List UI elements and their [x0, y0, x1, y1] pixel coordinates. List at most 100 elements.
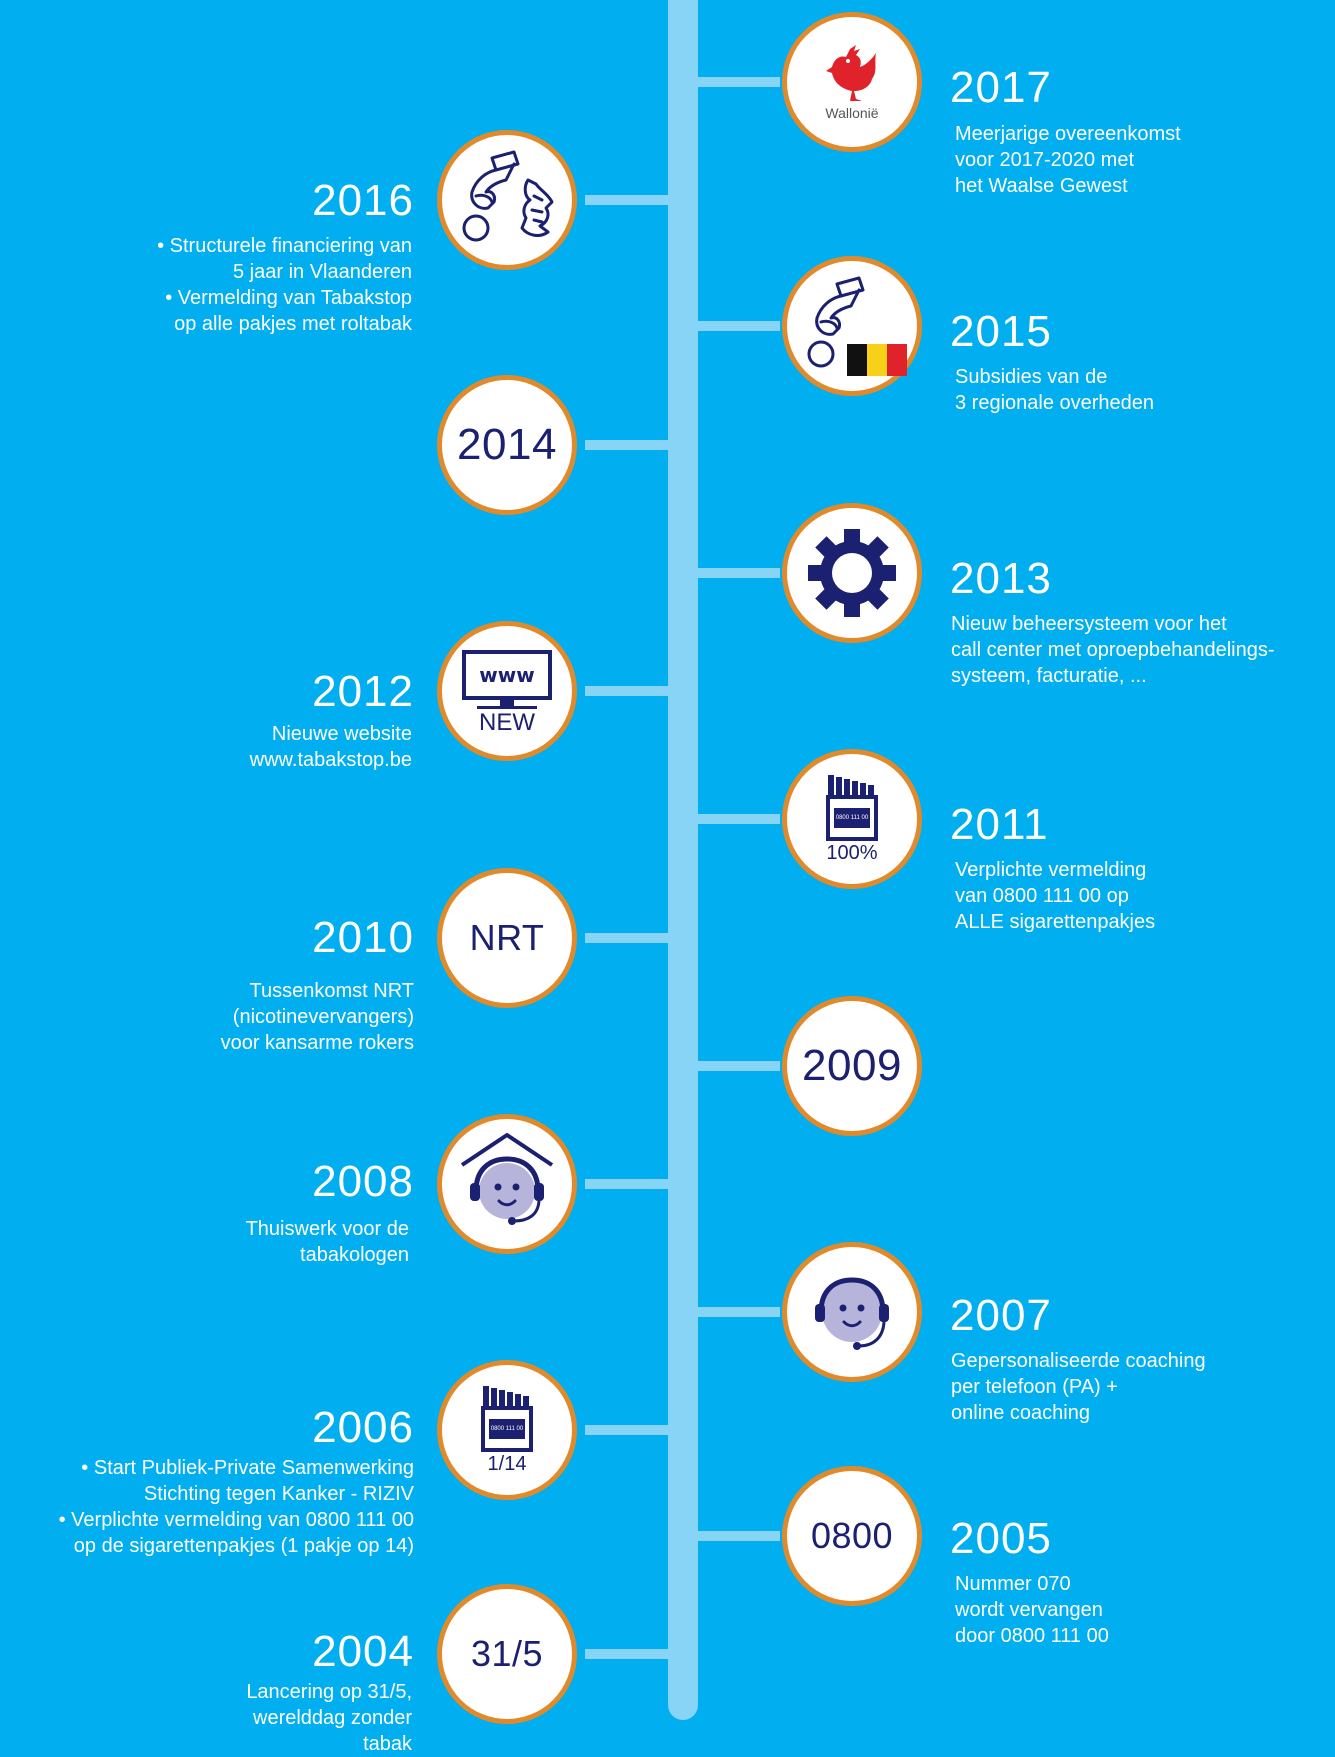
year-2017: 2017 [950, 63, 1052, 112]
monitor-stand [500, 699, 514, 706]
desc-line: voor kansarme rokers [220, 1032, 414, 1054]
desc-2006: • Start Publiek-Private Samenwerking Sti… [59, 1455, 414, 1559]
desc-line: het Waalse Gewest [955, 175, 1128, 197]
headset-house-icon [460, 1133, 554, 1225]
desc-line: per telefoon (PA) + [951, 1376, 1118, 1398]
circle-label: 31/5 [470, 1633, 544, 1674]
circle-2008 [437, 1114, 577, 1254]
circle-label: 2009 [802, 1041, 902, 1090]
new-badge: NEW [479, 708, 535, 736]
hand-coin-flanders-lion-icon [462, 150, 554, 242]
desc-2004: Lancering op 31/5, werelddag zonder taba… [246, 1679, 412, 1757]
desc-line: Nieuwe website [271, 723, 412, 745]
pack-number: 0800 111 00 [490, 1426, 524, 1432]
desc-line: (nicotinevervangers) [232, 1006, 414, 1028]
connector-2004 [585, 1649, 675, 1659]
desc-line: • Structurele financiering van [157, 235, 412, 257]
connector-2008 [585, 1179, 675, 1189]
desc-line: op de sigarettenpakjes (1 pakje op 14) [73, 1535, 414, 1557]
year-2006: 2006 [312, 1403, 414, 1452]
cigarette-pack-icon: 0800 111 00 100% [826, 773, 878, 865]
year-2015: 2015 [950, 307, 1052, 356]
cigarettes-top [828, 775, 874, 795]
headset-agent-icon [815, 1277, 889, 1350]
rooster-icon [826, 45, 876, 101]
pack-body: 0800 111 00 [826, 795, 878, 841]
connector-2011 [690, 814, 780, 824]
year-2016: 2016 [312, 176, 414, 225]
hand-coin-belgian-flag-icon [807, 276, 907, 376]
desc-line: 5 jaar in Vlaanderen [232, 261, 412, 283]
desc-line: wordt vervangen [955, 1599, 1103, 1621]
desc-line: online coaching [951, 1402, 1090, 1424]
connector-2010 [585, 933, 675, 943]
year-2012: 2012 [312, 667, 414, 716]
circle-2007 [782, 1242, 922, 1382]
desc-line: tabak [363, 1733, 412, 1755]
year-2013: 2013 [950, 554, 1052, 603]
circle-label: 2014 [457, 420, 557, 469]
desc-line: Nieuw beheersysteem voor het [951, 613, 1227, 635]
desc-2012: Nieuwe website www.tabakstop.be [250, 721, 412, 773]
circle-2013 [782, 503, 922, 643]
circle-2011: 0800 111 00 100% [782, 749, 922, 889]
pack-number: 0800 111 00 [835, 815, 869, 821]
desc-line: call center met oproepbehandelings- [951, 639, 1275, 661]
monitor-base [477, 705, 537, 709]
cigarettes-top [483, 1386, 529, 1406]
desc-line: voor 2017-2020 met [955, 149, 1135, 171]
desc-2007: Gepersonaliseerde coaching per telefoon … [951, 1348, 1206, 1426]
cigarette-pack-icon: 0800 111 00 1/14 [481, 1384, 533, 1476]
desc-line: werelddag zonder [253, 1707, 412, 1729]
connector-2007 [690, 1307, 780, 1317]
pack-badge: 1/14 [487, 1453, 527, 1475]
timeline-spine [668, 0, 698, 1720]
desc-line: van 0800 111 00 op [955, 885, 1129, 907]
connector-2013 [690, 568, 780, 578]
desc-line: www.tabakstop.be [249, 749, 412, 771]
desc-2016: • Structurele financiering van 5 jaar in… [157, 233, 412, 337]
desc-line: Lancering op 31/5, [246, 1681, 412, 1703]
year-2004: 2004 [312, 1627, 414, 1676]
desc-2017: Meerjarige overeenkomst voor 2017-2020 m… [955, 121, 1181, 199]
desc-line: Meerjarige overeenkomst [955, 123, 1181, 145]
pack-label-box: 0800 111 00 [834, 808, 870, 828]
pack-label-box: 0800 111 00 [489, 1419, 525, 1439]
connector-2014 [585, 440, 675, 450]
connector-2017 [690, 77, 780, 87]
circle-2009: 2009 [782, 996, 922, 1136]
desc-2015: Subsidies van de 3 regionale overheden [955, 364, 1154, 416]
desc-line: Stichting tegen Kanker - RIZIV [143, 1483, 414, 1505]
desc-2008: Thuiswerk voor de tabakologen [246, 1216, 409, 1268]
connector-2005 [690, 1531, 780, 1541]
year-2005: 2005 [950, 1514, 1052, 1563]
year-2008: 2008 [312, 1157, 414, 1206]
pack-body: 0800 111 00 [481, 1406, 533, 1452]
wallonie-label: Wallonië [825, 105, 879, 121]
desc-2013: Nieuw beheersysteem voor het call center… [951, 611, 1275, 689]
screen-label: www [479, 662, 535, 687]
connector-2009 [690, 1061, 780, 1071]
desc-line: Gepersonaliseerde coaching [951, 1350, 1206, 1372]
desc-line: • Verplichte vermelding van 0800 111 00 [58, 1509, 414, 1531]
monitor-www-icon: www NEW [462, 649, 552, 737]
circle-label: NRT [469, 917, 545, 958]
connector-2012 [585, 686, 675, 696]
year-2010: 2010 [312, 913, 414, 962]
circle-2012: www NEW [437, 621, 577, 761]
desc-line: op alle pakjes met roltabak [174, 313, 412, 335]
desc-line: 3 regionale overheden [955, 392, 1155, 414]
circle-2010: NRT [437, 868, 577, 1008]
circle-2014: 2014 [437, 375, 577, 515]
desc-line: • Vermelding van Tabakstop [165, 287, 412, 309]
wallonie-logo: Wallonië [820, 43, 884, 121]
circle-2006: 0800 111 00 1/14 [437, 1360, 577, 1500]
desc-2010: Tussenkomst NRT (nicotinevervangers) voo… [221, 978, 414, 1056]
monitor-screen: www [462, 649, 552, 700]
year-2007: 2007 [950, 1291, 1052, 1340]
desc-line: Subsidies van de [955, 366, 1108, 388]
desc-line: Thuiswerk voor de [245, 1218, 409, 1240]
gear-icon [808, 529, 896, 617]
desc-line: ALLE sigarettenpakjes [955, 911, 1156, 933]
year-2011: 2011 [950, 800, 1049, 849]
